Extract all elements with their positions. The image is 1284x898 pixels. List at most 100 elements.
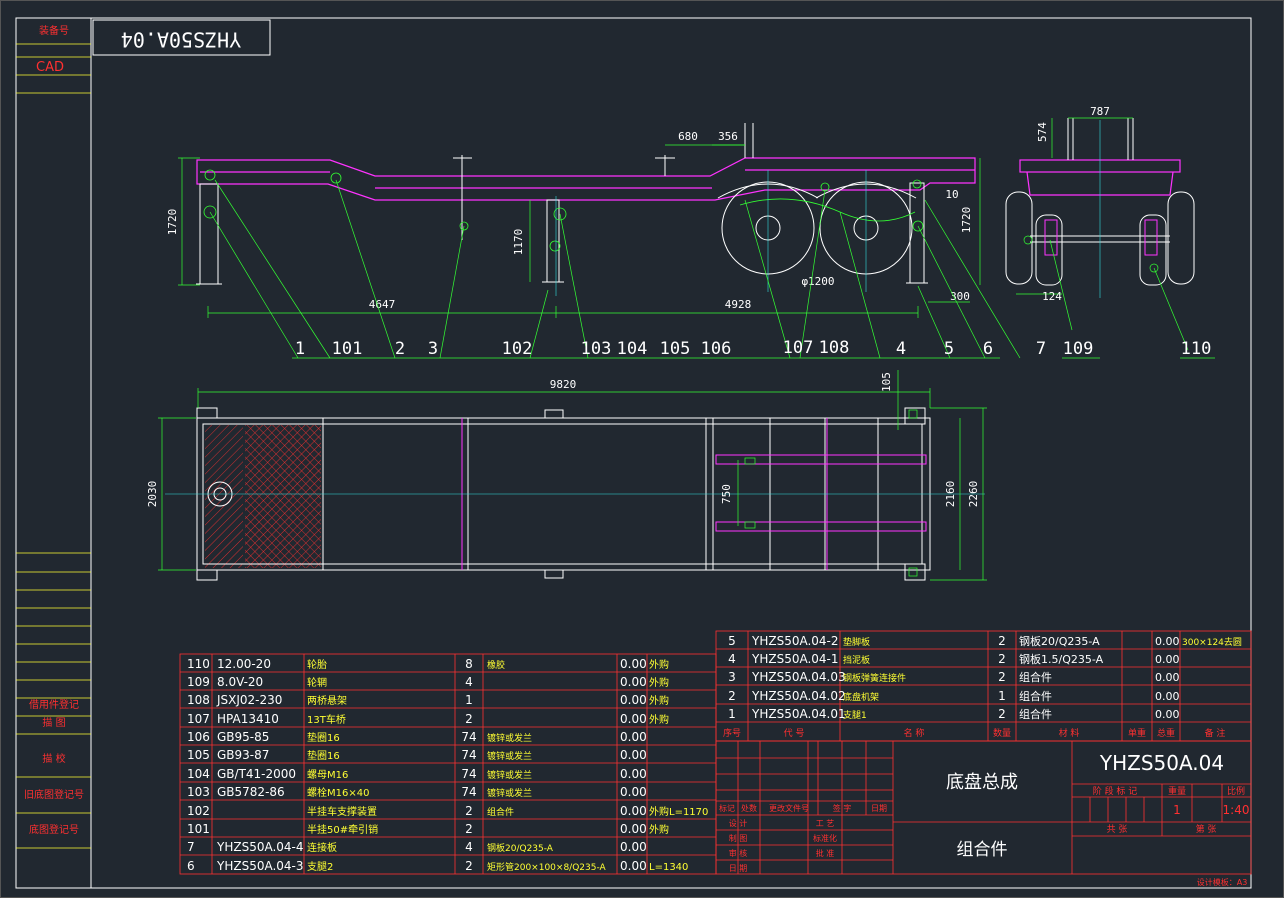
- bom-right-code: YHZS50A.04-2: [751, 634, 839, 648]
- strip-label-3: 描 图: [42, 716, 65, 729]
- bom-right-no: 1: [728, 707, 736, 721]
- left-strip: [16, 43, 91, 849]
- dim-300: 300: [950, 290, 970, 303]
- bom-left-weight: 0.00: [620, 712, 647, 726]
- bom-left-qty: 74: [461, 748, 476, 762]
- bom-right-material: 钢板20/Q235-A: [1019, 634, 1100, 648]
- title-stamp: YHZS50A.04: [92, 19, 271, 56]
- bom-left-qty: 4: [465, 675, 473, 689]
- callout-106: 106: [701, 339, 732, 359]
- bom-left-qty: 74: [461, 730, 476, 744]
- bom-left-name: 支腿2: [307, 861, 333, 873]
- dim-mid-height: 1170: [512, 229, 525, 256]
- bom-left-no: 103: [187, 785, 210, 799]
- bom-left-note: 外购: [649, 658, 669, 671]
- bom-left-material: 镀锌或发兰: [487, 732, 532, 744]
- bom-left-code: YHZS50A.04-3: [216, 859, 304, 873]
- bom-left-name: 垫圈16: [307, 749, 340, 762]
- dim-wheel: φ1200: [801, 275, 834, 288]
- scale-value: 1:40: [1223, 803, 1250, 817]
- callout-108: 108: [819, 338, 850, 358]
- bom-left-name: 连接板: [307, 841, 337, 854]
- bom-left-note: 外购: [649, 694, 669, 707]
- bom-right-no: 4: [728, 652, 736, 666]
- bom-left-code: JSXJ02-230: [216, 693, 282, 707]
- bom-right-name: 垫脚板: [843, 636, 870, 648]
- callout-102: 102: [502, 339, 533, 359]
- callout-101: 101: [332, 339, 363, 359]
- bom-right-no: 5: [728, 634, 736, 648]
- bom-right-material: 组合件: [1019, 707, 1052, 721]
- bom-right-weight: 0.00: [1155, 671, 1180, 684]
- bom-right-header: 代 号: [784, 728, 805, 739]
- bom-left-no: 107: [187, 712, 210, 726]
- bom-left-material: 镀锌或发兰: [487, 787, 532, 799]
- dim-750: 750: [720, 484, 733, 504]
- callout-1: 1: [295, 339, 305, 359]
- bom-left-weight: 0.00: [620, 675, 647, 689]
- bom-right-code: YHZS50A.04.01: [751, 707, 846, 721]
- callout-group: 1 101 2 3 102 103 104 105 106 107 108 4 …: [295, 338, 1046, 359]
- bom-left-material: 矩形管200×100×8/Q235-A: [487, 861, 607, 873]
- dim-height-left: 1720: [166, 209, 179, 236]
- bom-left-weight: 0.00: [620, 748, 647, 762]
- bom-left-code: GB93-87: [217, 748, 269, 762]
- bom-right-no: 2: [728, 689, 736, 703]
- strip-label-0: 装备号: [39, 24, 69, 37]
- dim-2160: 2160: [944, 481, 957, 508]
- bom-left-name: 轮辋: [307, 676, 327, 689]
- bom-left-no: 110: [187, 657, 210, 671]
- bom-left-no: 106: [187, 730, 210, 744]
- bom-left-name: 13T车桥: [307, 713, 346, 726]
- bom-left-qty: 2: [465, 712, 473, 726]
- bom-left-code: YHZS50A.04-4: [216, 840, 304, 854]
- bom-left-note: 外购: [649, 676, 669, 689]
- bom-right-no: 3: [728, 670, 736, 684]
- bom-right-header: 总重: [1157, 727, 1175, 739]
- callout-3: 3: [428, 339, 438, 359]
- dim-len2: 4928: [725, 298, 752, 311]
- drawing-type: 组合件: [957, 840, 1008, 860]
- callout-103: 103: [581, 339, 612, 359]
- callout-2: 2: [395, 339, 405, 359]
- bom-right-weight: 0.00: [1155, 653, 1180, 666]
- bom-left-no: 108: [187, 693, 210, 707]
- role-process: 工 艺: [816, 819, 835, 828]
- bom-right-header: 数量: [993, 727, 1011, 739]
- bom-right-name: 挡泥板: [843, 654, 870, 666]
- bom-left-weight: 0.00: [620, 859, 647, 873]
- title-stamp-text: YHZS50A.04: [121, 28, 241, 52]
- dim-124: 124: [1042, 290, 1062, 303]
- bom-left-material: 镀锌或发兰: [487, 769, 532, 781]
- strip-label-5: 旧底图登记号: [24, 788, 84, 801]
- dim-356: 356: [718, 130, 738, 143]
- bom-left-weight: 0.00: [620, 693, 647, 707]
- bom-left-note: 外购: [649, 713, 669, 726]
- side-view: 1720 1170 1720 680 356 10 300 φ1200 4647…: [166, 123, 1046, 359]
- dim-2260: 2260: [967, 481, 980, 508]
- sign-count: 处数: [741, 803, 757, 813]
- bom-right-weight: 0.00: [1155, 708, 1180, 721]
- role-review: 审 核: [729, 848, 748, 858]
- bom-left-no: 7: [187, 840, 195, 854]
- bom-left-note: L=1340: [649, 862, 688, 873]
- bom-left-note: 外购L=1170: [649, 805, 708, 818]
- bom-right-material: 钢板1.5/Q235-A: [1019, 652, 1104, 666]
- bom-right-name: 支腿1: [843, 709, 867, 721]
- scale-header: 比例: [1227, 785, 1245, 797]
- bom-right-code: YHZS50A.04.02: [751, 689, 846, 703]
- bom-right-material: 组合件: [1019, 670, 1052, 684]
- bom-left: [179, 653, 717, 875]
- bom-left-no: 6: [187, 859, 195, 873]
- bom-right-material: 组合件: [1019, 689, 1052, 703]
- bom-left-code: GB5782-86: [217, 785, 285, 799]
- callout-110: 110: [1181, 339, 1212, 359]
- dim-680: 680: [678, 130, 698, 143]
- bom-right-weight: 0.00: [1155, 635, 1180, 648]
- callout-4: 4: [896, 339, 906, 359]
- bom-left-no: 102: [187, 804, 210, 818]
- dim-2030: 2030: [146, 481, 159, 508]
- bom-left-qty: 2: [465, 859, 473, 873]
- sign-file: 更改文件号: [769, 803, 809, 813]
